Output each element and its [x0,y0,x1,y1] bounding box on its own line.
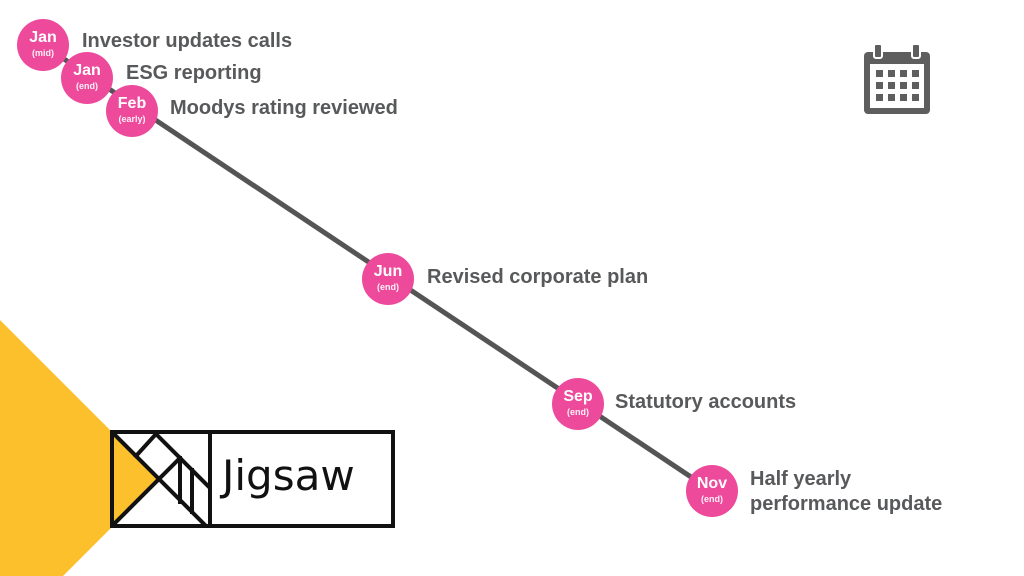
milestone-when: (mid) [32,47,54,58]
milestone-label-statutory-accounts: Statutory accounts [615,391,797,413]
milestone-label-half-yearly-update: Half yearly performance update [750,467,942,517]
milestone-node-feb-early: Feb (early) [106,85,158,137]
milestone-when: (early) [118,113,146,124]
milestone-when: (end) [76,80,98,91]
milestone-node-jun-end: Jun (end) [362,253,414,305]
milestone-node-nov-end: Nov (end) [686,465,738,517]
milestone-label-moodys-rating: Moodys rating reviewed [170,97,398,119]
milestone-label-esg-reporting: ESG reporting [126,62,262,84]
jigsaw-tangram-mark-icon [114,434,208,524]
milestone-month: Feb [117,94,147,112]
milestone-when: (end) [377,281,399,292]
milestone-month: Nov [696,474,728,492]
milestone-node-sep-end: Sep (end) [552,378,604,430]
milestone-when: (end) [701,493,723,504]
logo-divider [208,434,212,524]
milestone-when: (end) [567,406,589,417]
milestone-label-revised-corporate-plan: Revised corporate plan [427,266,649,288]
calendar-icon [864,43,930,114]
milestone-node-jan-mid: Jan (mid) [17,19,69,71]
milestone-label-line-1: Half yearly [750,468,852,490]
milestone-month: Jan [29,28,57,46]
milestone-label-line-2: performance update [750,493,943,515]
jigsaw-logo: Jigsaw [110,430,395,528]
logo-wordmark: Jigsaw [222,451,355,500]
milestone-month: Jun [373,262,403,280]
milestone-label-investor-updates: Investor updates calls [82,30,293,52]
milestone-month: Jan [73,61,101,79]
milestone-month: Sep [563,387,593,405]
milestone-node-jan-end: Jan (end) [61,52,113,104]
yellow-polygon [0,320,112,576]
